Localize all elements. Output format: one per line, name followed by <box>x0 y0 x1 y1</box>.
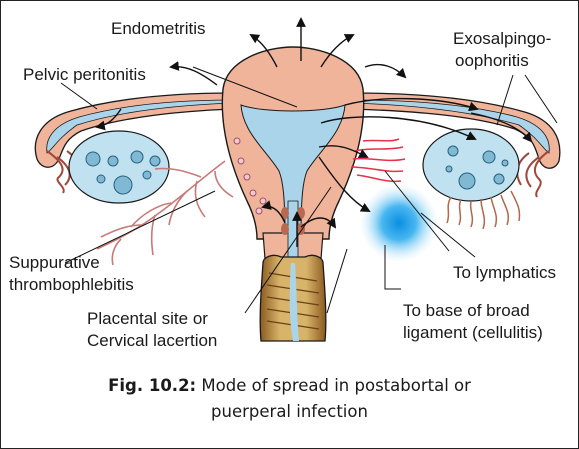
figure-caption-line2: puerperal infection <box>1 399 578 424</box>
label-to-lymphatics: To lymphatics <box>453 263 556 283</box>
label-placental-line1: Placental site or <box>87 309 208 329</box>
label-suppurative-line2: thrombophlebitis <box>9 275 134 295</box>
label-suppurative-line1: Suppurative <box>9 253 100 273</box>
caption-line1: Mode of spread in postabortal or <box>201 376 471 395</box>
figure-caption: Fig. 10.2: Mode of spread in postabortal… <box>1 373 578 398</box>
label-endometritis: Endometritis <box>111 19 205 39</box>
cellulitis-zone <box>361 185 437 261</box>
label-placental-line2: Cervical lacertion <box>87 331 217 351</box>
label-exosalpingo-line1: Exosalpingo- <box>453 29 551 49</box>
label-broad-ligament-line2: ligament (cellulitis) <box>403 323 543 343</box>
label-exosalpingo-line2: oophoritis <box>455 51 529 71</box>
label-broad-ligament-line1: To base of broad <box>403 301 530 321</box>
label-pelvic-peritonitis: Pelvic peritonitis <box>23 65 146 85</box>
caption-prefix: Fig. 10.2: <box>108 376 196 395</box>
